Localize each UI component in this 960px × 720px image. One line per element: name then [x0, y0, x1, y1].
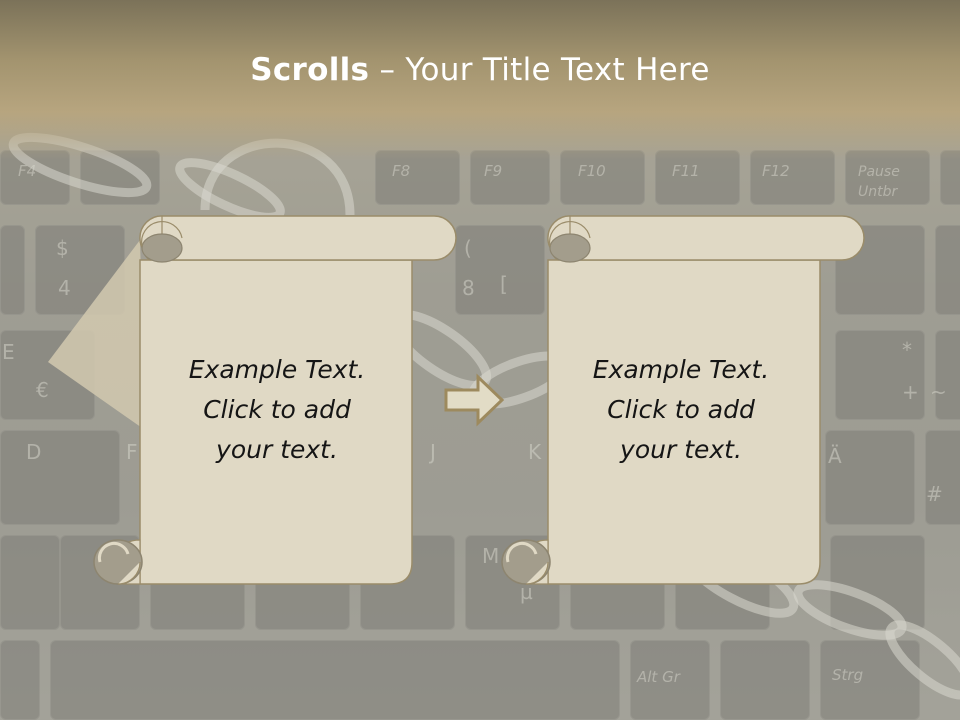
arrow-right-icon: [444, 373, 505, 427]
scroll-shape-1[interactable]: [90, 212, 460, 592]
scroll-1-text[interactable]: Example Text. Click to add your text.: [188, 355, 366, 464]
title-rest: – Your Title Text Here: [369, 52, 710, 88]
slide-title[interactable]: Scrolls – Your Title Text Here: [0, 52, 960, 88]
title-band: [0, 0, 960, 160]
scroll-2-text[interactable]: Example Text. Click to add your text.: [592, 355, 770, 464]
scroll-shape-2[interactable]: [498, 212, 868, 592]
title-bold-part: Scrolls: [250, 52, 370, 88]
